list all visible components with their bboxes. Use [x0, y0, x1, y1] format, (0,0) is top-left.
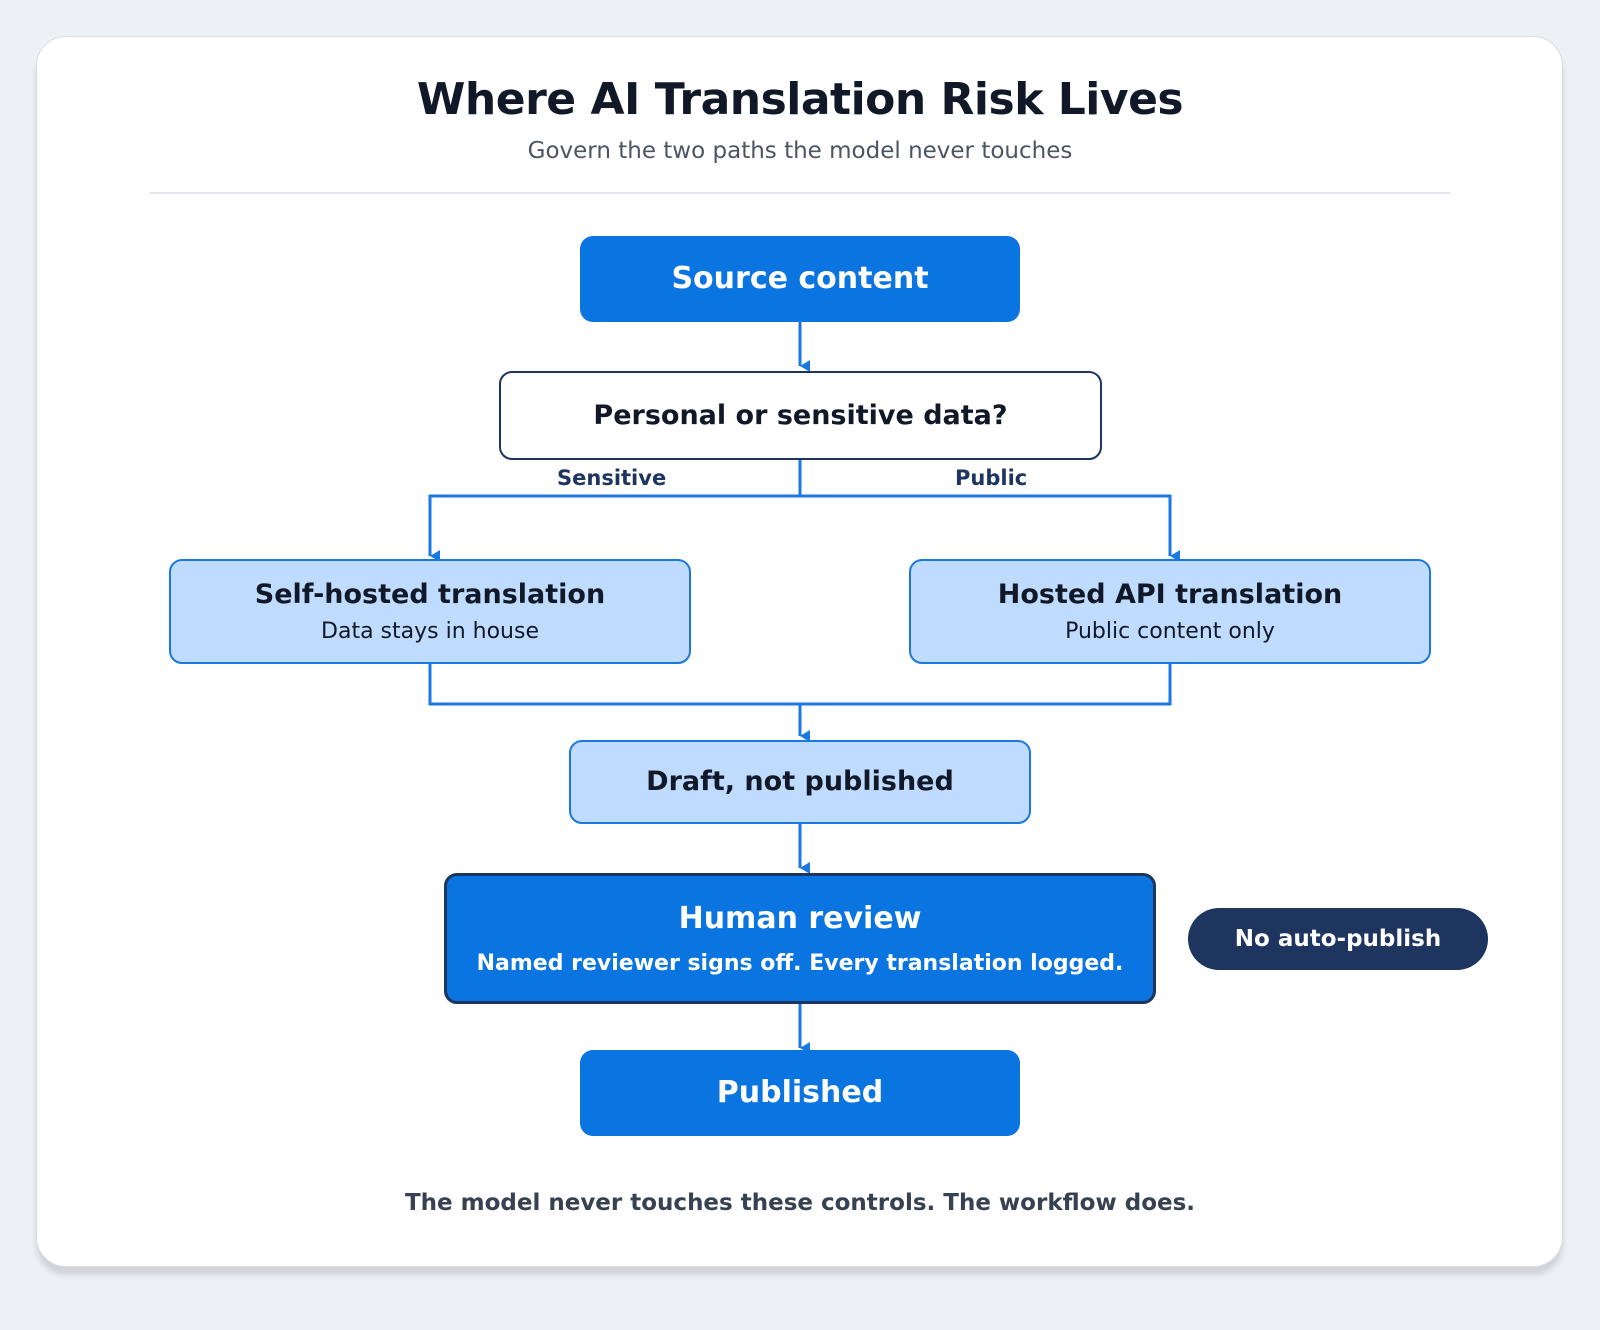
edge-decision-to-hosted-api — [800, 494, 1180, 562]
node-source-content-label: Source content — [671, 261, 929, 296]
node-self-hosted-sublabel: Data stays in house — [321, 618, 539, 644]
diagram-subtitle: Govern the two paths the model never tou… — [527, 138, 1073, 164]
edge-decision-to-self-hosted — [428, 494, 800, 562]
header-divider — [150, 192, 1450, 194]
diagram-title: Where AI Translation Risk Lives — [416, 74, 1184, 125]
node-self-hosted-translation: Self-hosted translation Data stays in ho… — [169, 559, 691, 664]
footer-note: The model never touches these controls. … — [404, 1190, 1196, 1216]
edge-label-sensitive: Sensitive — [557, 466, 667, 490]
node-draft-label: Draft, not published — [646, 766, 954, 797]
node-human-review: Human review Named reviewer signs off. E… — [444, 873, 1156, 1004]
node-hosted-api-translation: Hosted API translation Public content on… — [909, 559, 1431, 664]
node-hosted-api-sublabel: Public content only — [1065, 618, 1275, 644]
node-draft: Draft, not published — [569, 740, 1031, 824]
node-published-label: Published — [716, 1075, 884, 1110]
node-decision-label: Personal or sensitive data? — [593, 399, 1008, 431]
node-published: Published — [580, 1050, 1020, 1136]
node-decision: Personal or sensitive data? — [499, 371, 1102, 460]
node-human-review-sublabel: Named reviewer signs off. Every translat… — [476, 950, 1124, 976]
no-auto-publish-badge: No auto-publish — [1188, 908, 1488, 970]
node-hosted-api-label: Hosted API translation — [997, 578, 1343, 610]
edge-merge-paths — [428, 664, 1172, 706]
node-source-content: Source content — [580, 236, 1020, 322]
node-human-review-label: Human review — [678, 900, 922, 936]
node-self-hosted-label: Self-hosted translation — [254, 578, 606, 610]
edge-label-public: Public — [955, 466, 1028, 490]
